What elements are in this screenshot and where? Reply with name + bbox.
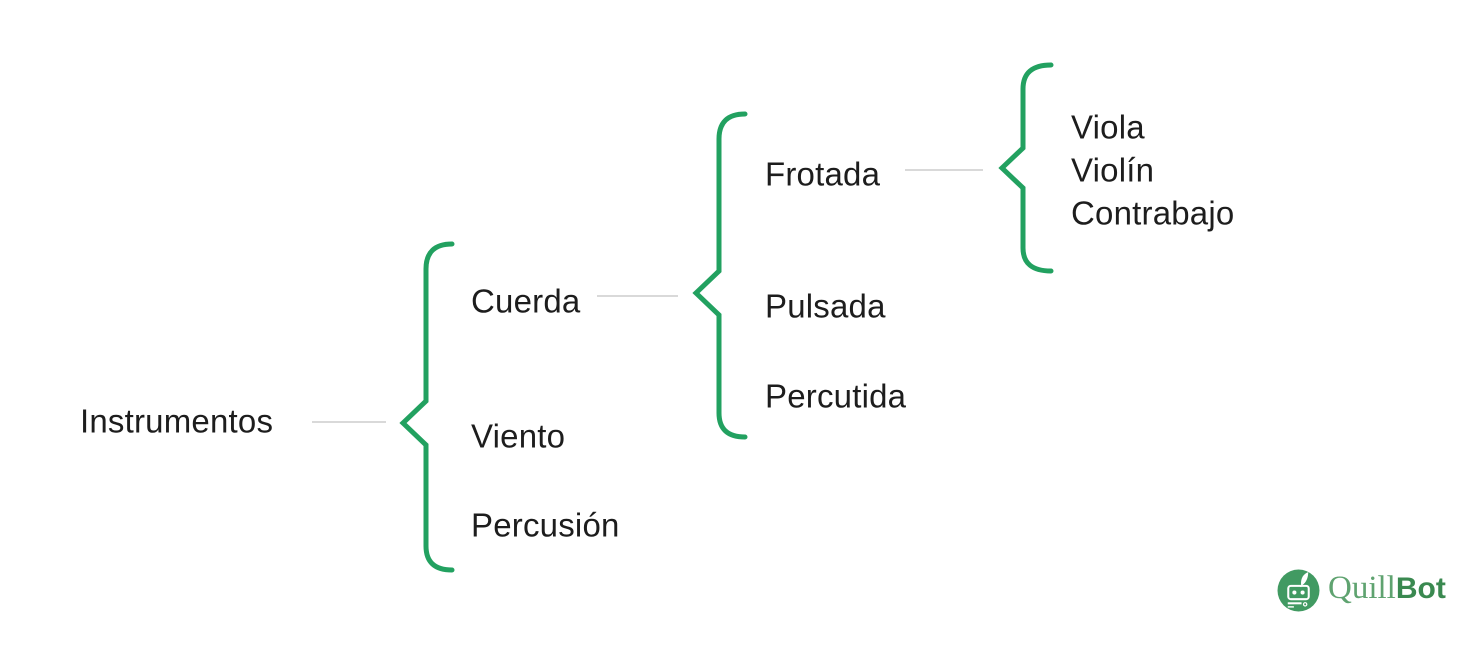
node-label-instrumentos: Instrumentos — [80, 402, 274, 440]
wordmark-bot: Bot — [1395, 572, 1446, 605]
node-label-contrabajo: Contrabajo — [1071, 194, 1235, 232]
node-label-percusion: Percusión — [471, 506, 620, 544]
node-label-pulsada: Pulsada — [765, 287, 886, 325]
quillbot-wordmark: QuillBot — [1328, 572, 1446, 609]
brace-cuerda-children — [692, 111, 748, 440]
quillbot-robot-icon — [1277, 569, 1320, 612]
node-label-viola: Viola — [1071, 108, 1145, 146]
wordmark-quill: Quill — [1328, 570, 1396, 606]
node-label-viento: Viento — [471, 417, 566, 455]
node-label-frotada: Frotada — [765, 155, 881, 193]
node-label-violin: Violín — [1071, 151, 1155, 189]
node-label-percutida: Percutida — [765, 377, 907, 415]
brace-instrumentos-children — [399, 241, 455, 573]
node-label-cuerda: Cuerda — [471, 282, 581, 320]
brace-frotada-children — [998, 62, 1054, 274]
quillbot-logo: QuillBot — [1277, 569, 1446, 612]
